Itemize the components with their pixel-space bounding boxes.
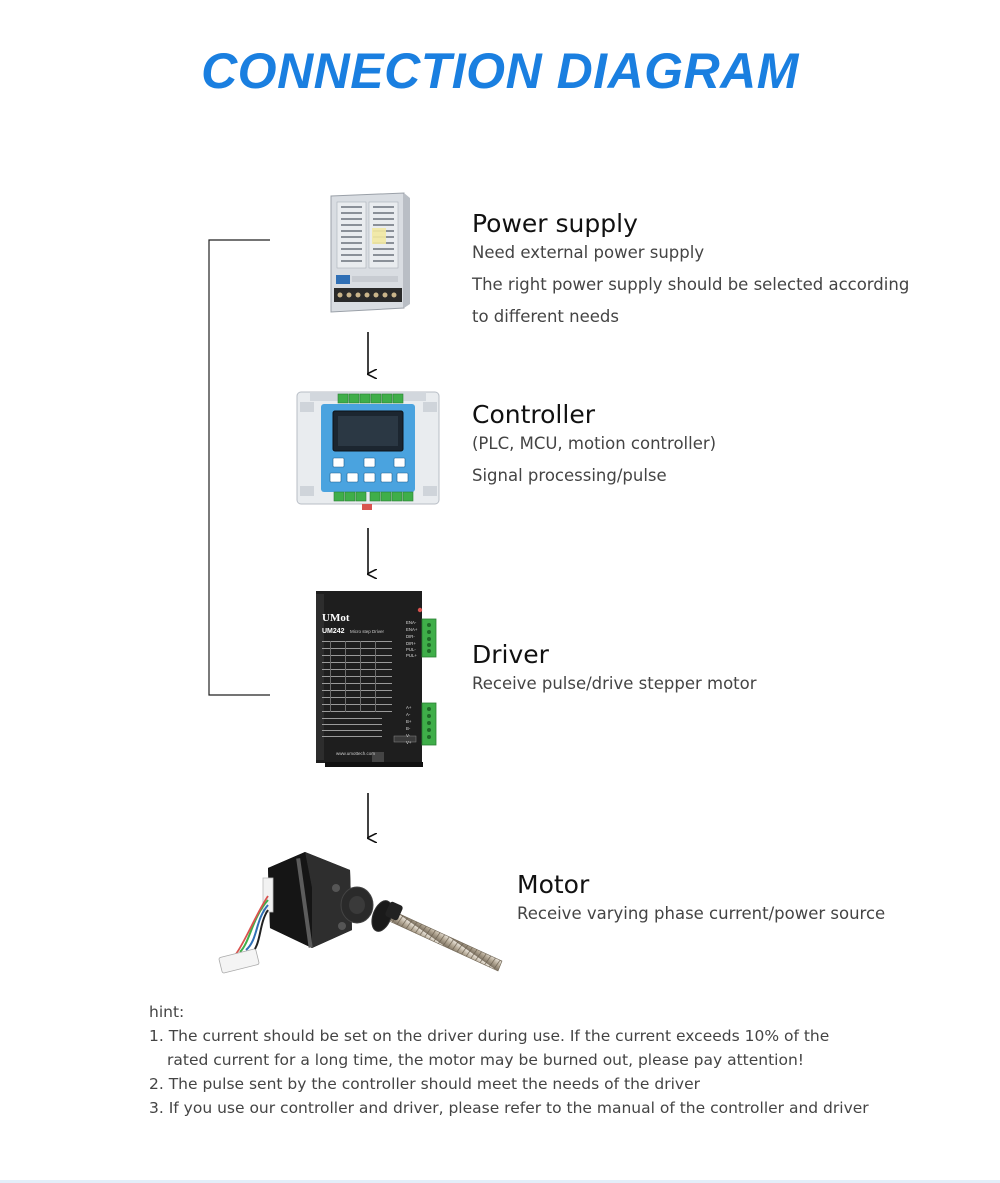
driver-website: www.umottech.com xyxy=(336,751,375,756)
hint-item-1-continued: rated current for a long time, the motor… xyxy=(167,1051,805,1069)
feedback-bracket-line xyxy=(208,239,270,696)
hint-section: hint: 1. The current should be set on th… xyxy=(149,1000,869,1120)
motor-line-1: Receive varying phase current/power sour… xyxy=(517,904,886,923)
driver-terminal-label: DIR+ xyxy=(406,641,416,646)
driver-terminal-label: B+ xyxy=(406,719,412,724)
driver-terminal-label: B- xyxy=(406,726,411,731)
driver-model-sub: Micro step Driver xyxy=(350,629,385,634)
driver-terminal-label: DIR- xyxy=(406,634,415,639)
driver-terminal-label: V+ xyxy=(406,740,412,745)
controller-line-1: (PLC, MCU, motion controller) xyxy=(472,434,717,453)
bottom-band xyxy=(0,1180,1000,1183)
driver-terminal-label: A- xyxy=(406,712,411,717)
driver-terminal-label: ENA- xyxy=(406,620,417,625)
controller-line-2: Signal processing/pulse xyxy=(472,466,667,485)
driver-line-1: Receive pulse/drive stepper motor xyxy=(472,674,757,693)
driver-terminal-label: PUL- xyxy=(406,647,416,652)
hint-item-1: 1. The current should be set on the driv… xyxy=(149,1027,830,1045)
motor-title: Motor xyxy=(517,870,590,899)
power-supply-title: Power supply xyxy=(472,209,638,238)
driver-device: UMot UM242 Micro step Driver www.umottec… xyxy=(316,591,437,767)
driver-terminal-label: ENA+ xyxy=(406,627,418,632)
hint-label: hint: xyxy=(149,1003,185,1021)
hint-item-3: 3. If you use our controller and driver,… xyxy=(149,1099,869,1117)
page-title: CONNECTION DIAGRAM xyxy=(201,43,799,99)
driver-model: UM242 xyxy=(322,628,345,635)
power-supply-line-1: Need external power supply xyxy=(472,243,705,262)
driver-title: Driver xyxy=(472,640,549,669)
controller-device xyxy=(296,391,440,510)
power-supply-device xyxy=(330,192,410,313)
power-supply-line-2: The right power supply should be selecte… xyxy=(472,275,910,294)
driver-terminal-label: V- xyxy=(406,733,411,738)
controller-title: Controller xyxy=(472,400,595,429)
driver-terminal-label: A+ xyxy=(406,705,412,710)
hint-item-2: 2. The pulse sent by the controller shou… xyxy=(149,1075,700,1093)
driver-brand: UMot xyxy=(322,612,350,624)
motor-device xyxy=(218,852,503,974)
driver-terminal-label: PUL+ xyxy=(406,653,417,658)
power-supply-line-3: to different needs xyxy=(472,307,619,326)
driver-terminal-labels: ENA- ENA+ DIR- DIR+PUL-PUL+ A+ A- B+ B- V- V+ xyxy=(406,620,418,745)
